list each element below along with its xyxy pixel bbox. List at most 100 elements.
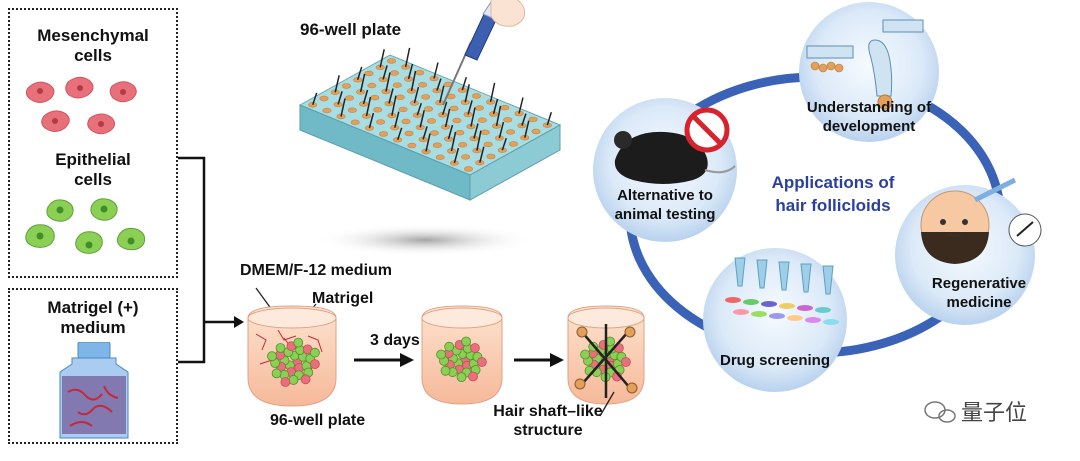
plate-well: [427, 118, 437, 124]
plate-well: [389, 70, 399, 76]
plate-well: [379, 131, 389, 137]
organoid-cell: [310, 359, 320, 369]
matrigel-bottle-icon: [59, 342, 129, 439]
matrigel-label: Matrigel: [312, 290, 374, 307]
hair-strand: [447, 124, 454, 140]
hair-strand: [489, 82, 496, 103]
matrigel-box: [8, 288, 178, 444]
hair-strand: [410, 70, 417, 92]
plate-well: [452, 117, 462, 124]
plate-well: [418, 82, 428, 88]
plate-well: [472, 93, 482, 99]
hair-strand: [385, 72, 391, 92]
hair-strand: [433, 62, 439, 79]
animal-mouse-icon: [614, 131, 736, 184]
hair-strand: [464, 84, 470, 103]
hair-strand: [441, 101, 448, 116]
applications-diagram: Understanding of development Alternative…: [593, 2, 1042, 426]
plate-well: [455, 130, 465, 136]
medium-label: DMEM/F-12 medium: [240, 262, 393, 279]
hair-strand: [524, 120, 530, 138]
hair-strand: [359, 73, 366, 93]
plate-well: [404, 130, 414, 137]
merge-connector: [178, 156, 244, 364]
hair-strand: [422, 126, 428, 140]
plate-well: [344, 95, 354, 101]
organoid-cell: [300, 374, 311, 385]
hair-strand: [311, 92, 318, 106]
drug-label: Drug screening: [720, 352, 830, 369]
hair-strand: [492, 98, 499, 115]
days-label: 3 days: [370, 332, 420, 349]
plate-well: [424, 106, 434, 112]
hair-strand: [413, 86, 420, 104]
plate-well: [341, 83, 351, 89]
plate-well: [387, 58, 397, 64]
plate-well: [500, 104, 510, 111]
well-plate-label: 96-well plate: [270, 412, 366, 429]
hair-strand: [388, 88, 394, 104]
epithelial-label: Epithelial cells: [55, 150, 131, 189]
plate-well: [461, 154, 471, 160]
plate-well: [429, 130, 439, 136]
hair-strand: [453, 147, 460, 164]
plate-well: [401, 118, 411, 125]
hair-strand: [407, 63, 414, 80]
plate-well: [319, 95, 329, 102]
hair-strand: [382, 65, 388, 80]
organoid-cell: [267, 351, 277, 362]
hair-strand: [479, 146, 485, 163]
plate-well: [486, 153, 496, 160]
hair-strand: [356, 66, 363, 81]
organoid-cell: [476, 357, 487, 367]
center-title-line1: Applications of: [772, 173, 895, 192]
hair-strand: [404, 47, 411, 68]
regenerative-label-line1: Regenerative: [932, 275, 1026, 292]
organoid-cell: [271, 368, 282, 379]
hair-strand: [450, 131, 457, 152]
plate-well: [506, 129, 516, 135]
plate-well: [483, 141, 493, 148]
hair-shaft-label: Hair shaft–like structure: [493, 403, 603, 439]
plate-well: [364, 70, 374, 77]
organoid-cell: [293, 337, 304, 348]
prohibition-icon: [684, 107, 730, 153]
cells-box: [8, 8, 178, 278]
hair-strand: [391, 95, 397, 116]
animal-label-line2: animal testing: [615, 206, 716, 223]
hair-strand: [501, 137, 508, 151]
development-label-line1: Understanding of: [807, 99, 932, 116]
hair-strand: [416, 102, 423, 116]
process-illustration: [247, 287, 645, 417]
organoid-cell: [620, 357, 631, 367]
plate-well: [421, 94, 431, 100]
organoid-cell: [444, 341, 455, 352]
plate-well: [477, 117, 487, 123]
hair-strand: [498, 121, 505, 139]
regenerative-label-line2: medicine: [946, 294, 1011, 311]
organoid-cell: [436, 349, 447, 360]
plate-well: [395, 94, 405, 101]
plate-well: [392, 82, 402, 88]
hair-strand: [461, 76, 468, 91]
plate-well: [398, 106, 408, 113]
plate-well: [458, 142, 468, 148]
development-label-line2: development: [823, 118, 916, 135]
mesenchymal-label: Mesenchymal cells: [37, 26, 149, 65]
organoid-cell: [440, 365, 451, 376]
plate-well: [376, 119, 386, 125]
hair-strand: [419, 110, 425, 128]
plate-well: [528, 116, 538, 123]
epithelial-cells: [25, 198, 146, 254]
animal-label-line1: Alternative to: [617, 187, 713, 204]
development-bubble: [799, 2, 939, 142]
center-title-line2: hair follicloids: [775, 196, 890, 215]
hair-strand: [365, 96, 372, 117]
plate-well: [531, 128, 541, 135]
hair-strand: [396, 127, 403, 141]
plate-well: [464, 166, 474, 172]
hair-strand: [470, 107, 476, 127]
plate-well: [367, 82, 377, 89]
hair-strand: [439, 85, 445, 103]
plate-well: [449, 105, 459, 112]
